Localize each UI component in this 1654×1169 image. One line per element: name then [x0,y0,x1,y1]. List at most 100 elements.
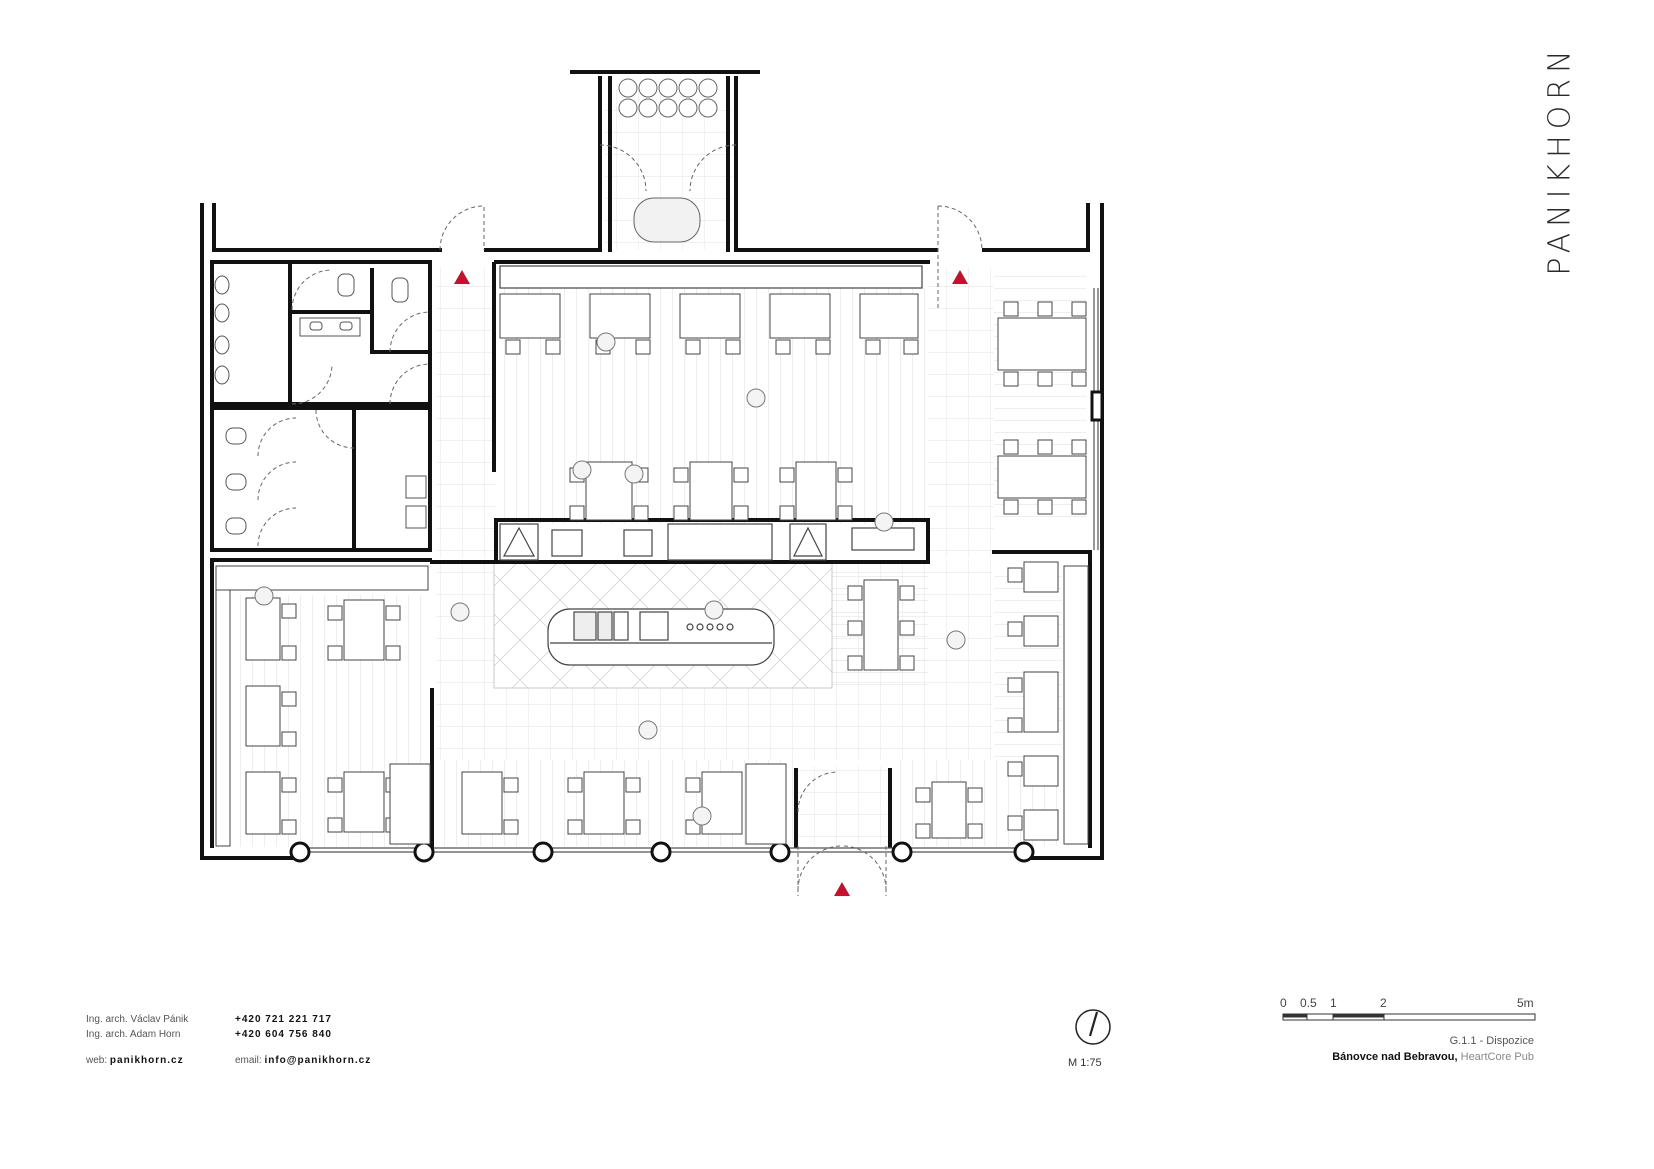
email-label: email: [235,1055,262,1066]
table [679,293,741,339]
chair-icon [545,339,561,355]
facade-columns [289,390,1104,863]
table [583,771,625,835]
chair-icon [837,505,853,521]
chair-icon [625,819,641,835]
table [585,461,633,521]
table [461,771,503,835]
chair-icon [281,819,297,835]
door-swings [257,144,983,896]
chair-icon [567,777,583,793]
web-link[interactable]: panikhorn.cz [109,1055,184,1066]
chair-icon [733,505,749,521]
table [1023,615,1059,647]
phone-number: +420 604 756 840 [235,1029,332,1040]
table [245,771,281,835]
chair-icon [327,645,343,661]
table [499,293,561,339]
table [343,599,385,661]
chair-icon [567,819,583,835]
table [1023,561,1059,593]
chair-icon [1037,301,1053,317]
chair-icon [635,339,651,355]
chair-icon [1037,499,1053,515]
chair-icon [633,505,649,521]
sheet-code: G.1.1 - Dispozice [1449,1035,1534,1047]
chair-icon [327,817,343,833]
phones-block: +420 721 221 717 +420 604 756 840 [235,1012,332,1042]
chair-icon [1007,567,1023,583]
table [997,317,1087,371]
entrance-markers [454,270,968,896]
table [701,771,743,835]
chair-icon [503,819,519,835]
scale-tick-label: 2 [1380,996,1387,1010]
north-arrow-icon [1075,1009,1111,1045]
chair-icon [385,645,401,661]
chair-icon [775,339,791,355]
table [245,597,281,661]
table [1023,671,1059,733]
chair-icon [1071,499,1087,515]
table [1023,809,1059,841]
scale-tick-label: 5m [1517,996,1534,1010]
entrance-marker-icon [952,270,968,284]
chair-icon [1071,301,1087,317]
chair-icon [503,777,519,793]
chair-icon [673,467,689,483]
sheet-project: HeartCore Pub [1460,1051,1534,1063]
table [343,771,385,833]
scale-label: M 1:75 [1068,1057,1102,1069]
entrance-marker-icon [454,270,470,284]
chair-icon [967,823,983,839]
brand-logo: PANIKHORN [1542,44,1578,276]
sanitary-fixtures [214,273,427,535]
bench [215,589,231,847]
chair-icon [1003,371,1019,387]
people [254,332,966,826]
chair-icon [1007,621,1023,637]
chair-icon [505,339,521,355]
chair-icon [899,620,915,636]
chair-icon [1071,371,1087,387]
scale-bar [1282,1013,1536,1021]
bench [389,763,431,845]
scale-tick-label: 0.5 [1300,996,1317,1010]
chair-icon [847,620,863,636]
web-block: web: panikhorn.cz [86,1053,184,1068]
scale-tick-label: 0 [1280,996,1287,1010]
chair-icon [1071,439,1087,455]
chair-icon [779,467,795,483]
chair-icon [847,655,863,671]
email-link[interactable]: info@panikhorn.cz [264,1055,372,1066]
chair-icon [815,339,831,355]
table [931,781,967,839]
chair-icon [281,691,297,707]
chair-icon [725,339,741,355]
furniture [215,293,1089,847]
architect-name: Ing. arch. Adam Horn [86,1029,181,1040]
table [1023,755,1059,787]
chair-icon [1007,677,1023,693]
chair-icon [847,585,863,601]
chair-icon [1007,815,1023,831]
chair-icon [967,787,983,803]
table [795,461,837,521]
table [589,293,651,339]
chair-icon [1003,439,1019,455]
chair-icon [281,731,297,747]
chair-icon [1007,761,1023,777]
chair-icon [1003,301,1019,317]
chair-icon [915,823,931,839]
chair-icon [899,585,915,601]
chair-icon [779,505,795,521]
architect-name: Ing. arch. Václav Pánik [86,1014,189,1025]
sheet-title: Bánovce nad Bebravou, HeartCore Pub [1332,1050,1534,1065]
chair-icon [899,655,915,671]
phone-number: +420 721 221 717 [235,1014,332,1025]
bench [215,565,429,591]
chair-icon [903,339,919,355]
chair-icon [685,777,701,793]
chair-icon [327,777,343,793]
